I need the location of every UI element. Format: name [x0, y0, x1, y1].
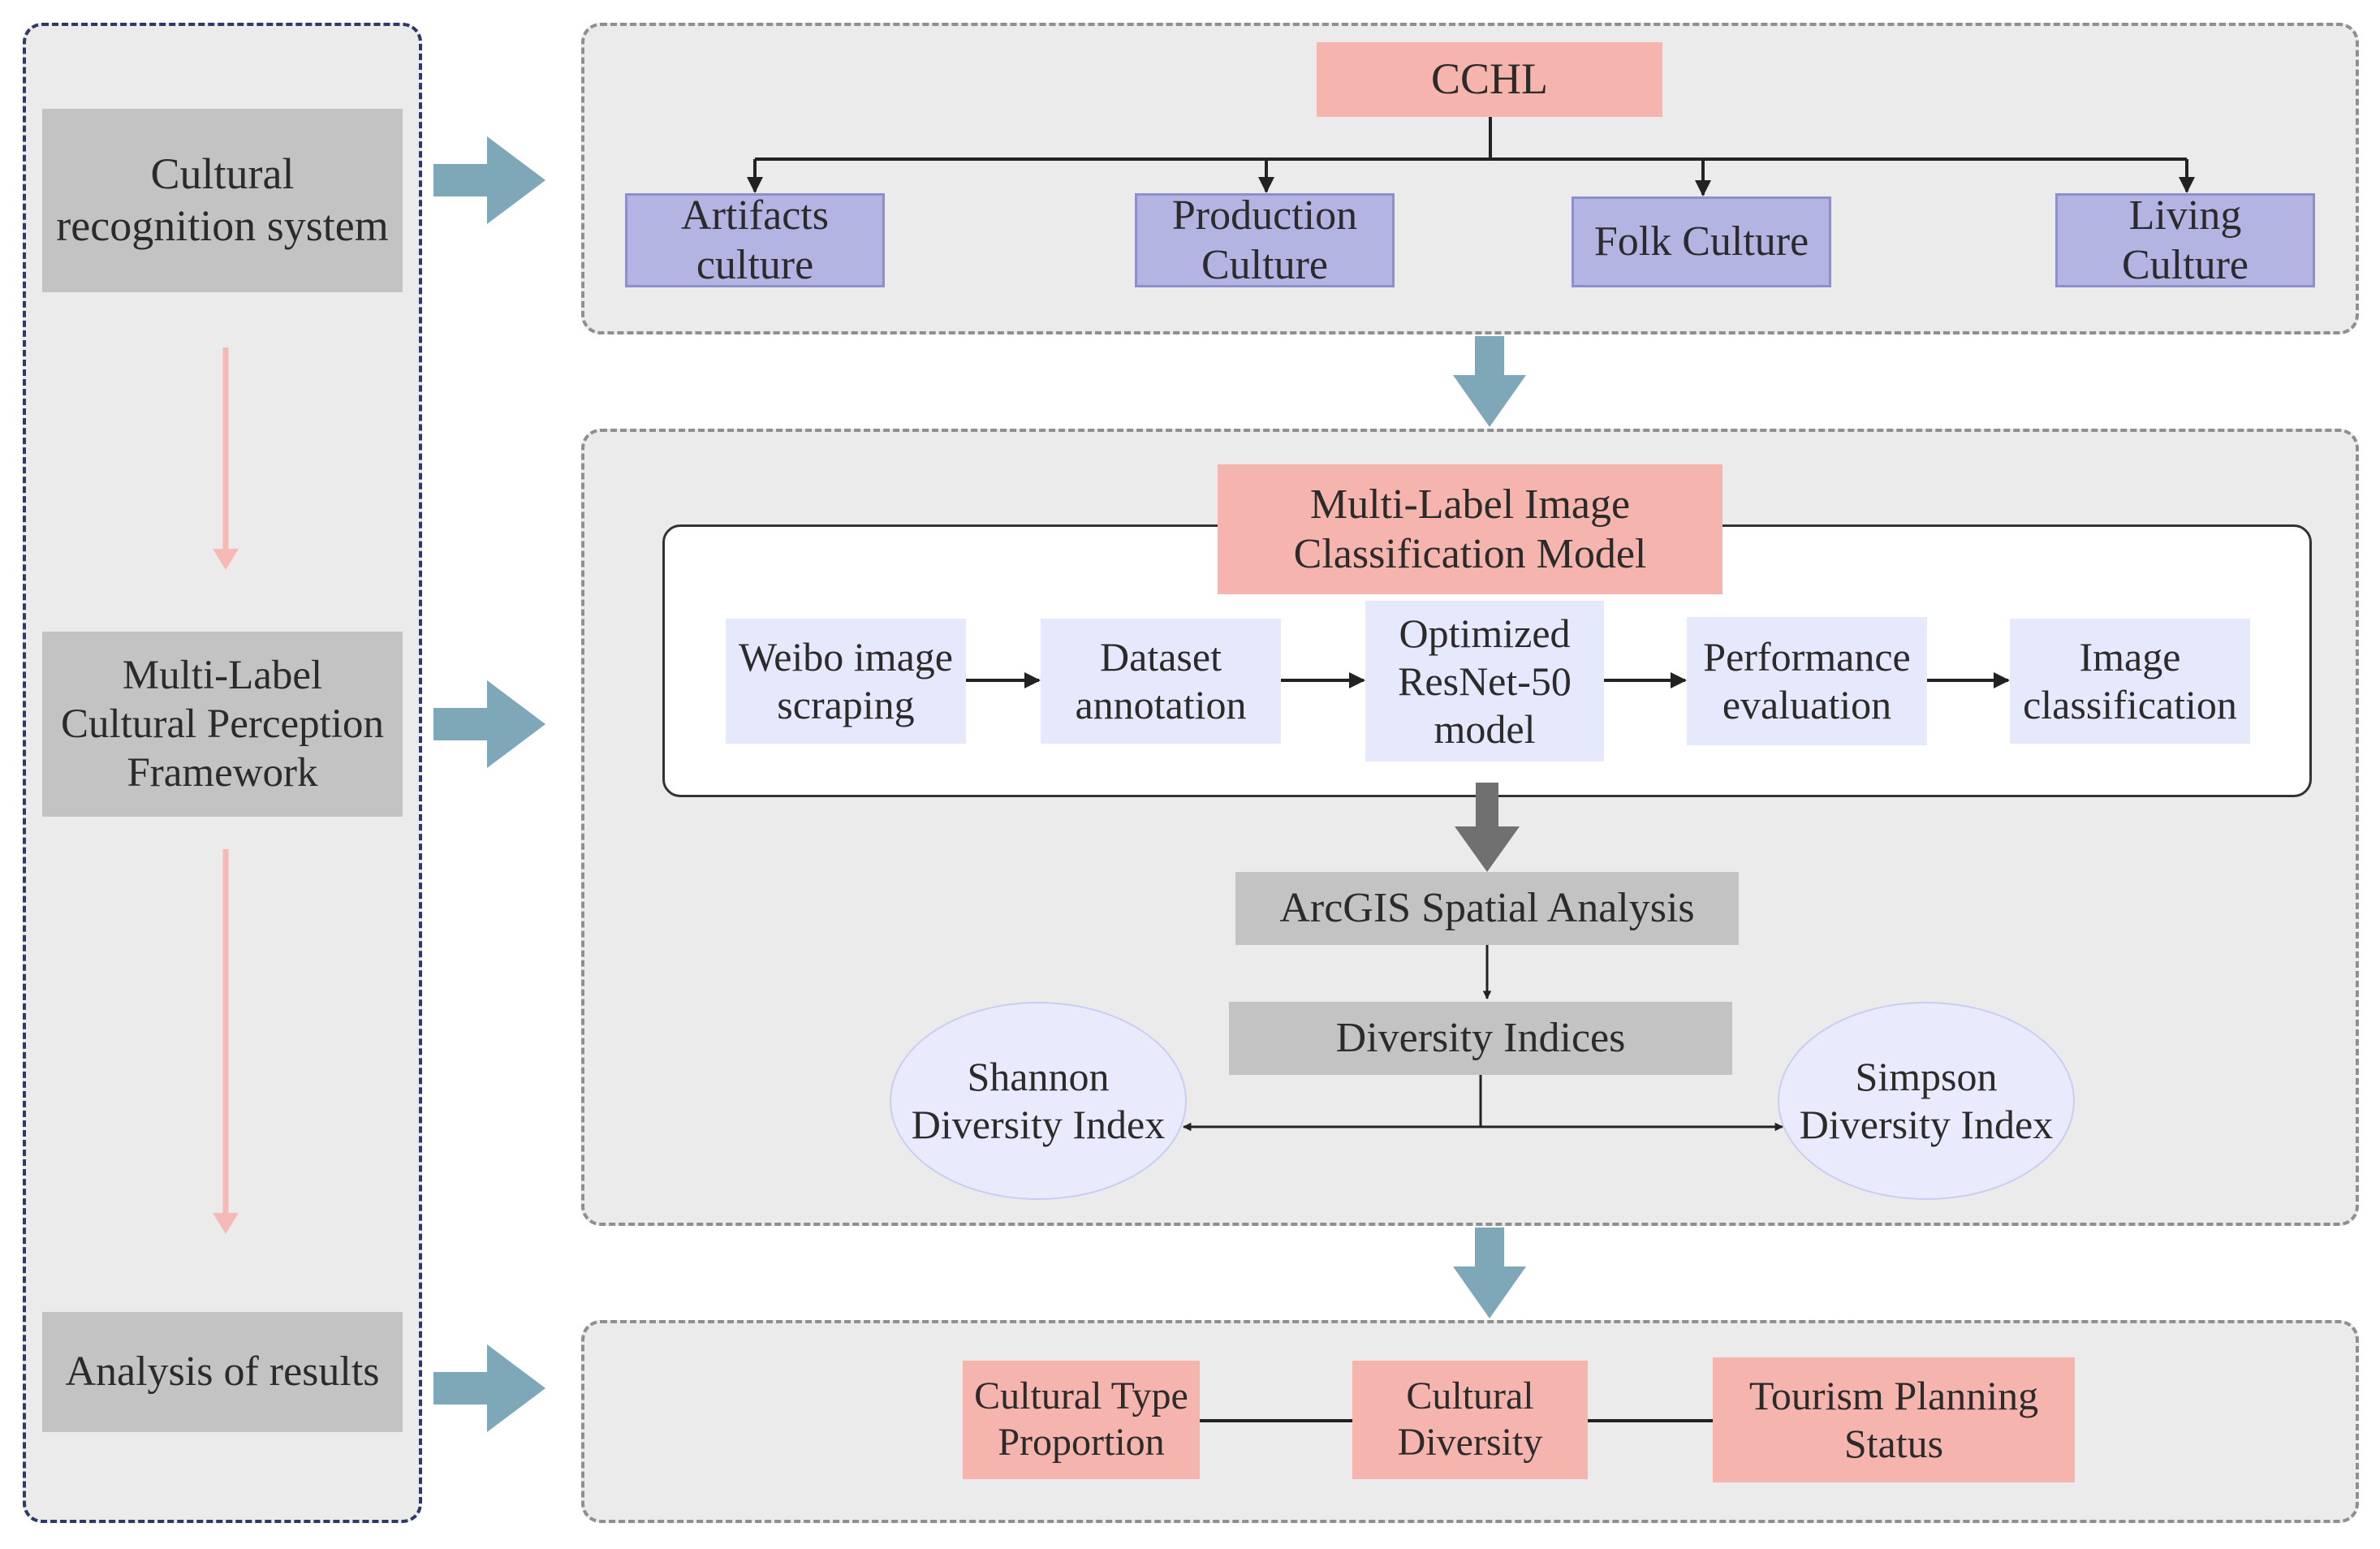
model-to-arcgis-arrow [1455, 783, 1520, 872]
diversity-split-connector [1182, 1075, 1784, 1132]
model-title-box: Multi-Label Image Classification Model [1218, 464, 1722, 594]
step-image-classification: Image classification [2010, 619, 2250, 744]
stage2-to-stage3-arrow [213, 849, 239, 1234]
stage-cultural-recognition-system: Cultural recognition system [42, 109, 403, 292]
step-optimized-resnet50-model: Optimized ResNet-50 model [1365, 601, 1604, 762]
stage1-to-top-arrow [433, 136, 545, 224]
diversity-indices-box: Diversity Indices [1229, 1002, 1732, 1075]
stage1-to-stage2-arrow [213, 347, 239, 570]
step-dataset-annotation: Dataset annotation [1041, 619, 1281, 744]
step-performance-evaluation: Performance evaluation [1687, 617, 1927, 745]
result-cultural-type-proportion: Cultural Type Proportion [963, 1361, 1200, 1479]
stage-multi-label-perception-framework: Multi-Label Cultural Perception Framewor… [42, 632, 403, 817]
arcgis-spatial-analysis-box: ArcGIS Spatial Analysis [1235, 872, 1739, 945]
category-production-culture: Production Culture [1135, 192, 1395, 288]
middle-to-bottom-arrow [1453, 1228, 1526, 1318]
stage-analysis-of-results: Analysis of results [42, 1312, 403, 1432]
result-cultural-diversity: Cultural Diversity [1352, 1361, 1588, 1479]
result-tourism-planning-status: Tourism Planning Status [1713, 1357, 2075, 1482]
step-weibo-image-scraping: Weibo image scraping [726, 619, 966, 744]
category-living-culture: Living Culture [2055, 192, 2315, 288]
top-to-middle-arrow [1453, 336, 1526, 427]
cchl-root-node: CCHL [1317, 42, 1662, 117]
shannon-diversity-index-node: Shannon Diversity Index [890, 1002, 1187, 1200]
simpson-diversity-index-node: Simpson Diversity Index [1778, 1002, 2075, 1200]
category-folk-culture: Folk Culture [1572, 196, 1831, 287]
category-artifacts-culture: Artifacts culture [625, 192, 885, 288]
stage3-to-bottom-arrow [433, 1344, 545, 1432]
cchl-tree-connector [747, 117, 2195, 196]
stage2-to-middle-arrow [433, 680, 545, 768]
